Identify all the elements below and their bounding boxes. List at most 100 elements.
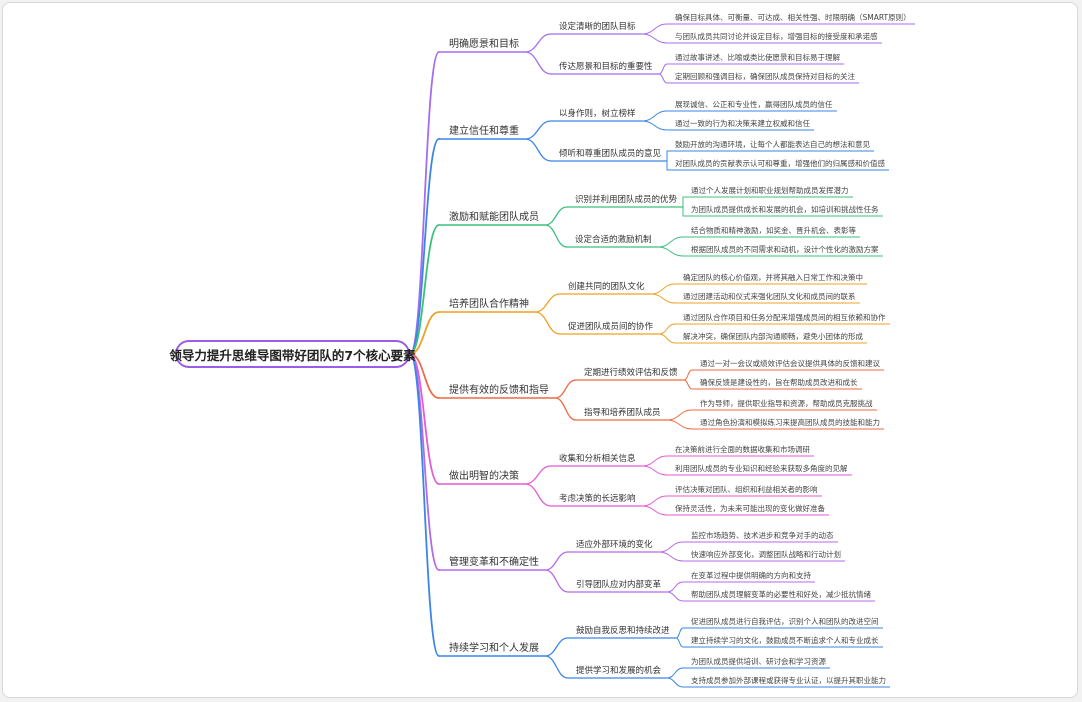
leaf-node-3-2-1[interactable]: 结合物质和精神激励，如奖金、晋升机会、表彰等 [691, 226, 856, 235]
connector-line [409, 311, 440, 355]
connector-line [409, 353, 440, 571]
connector-line [666, 677, 684, 688]
connector-line [675, 637, 684, 648]
leaf-node-8-2-1[interactable]: 为团队成员提供培训、研讨会和学习资源 [691, 657, 826, 666]
leaf-node-7-1-2[interactable]: 快速响应外部变化，调整团队战略和行动计划 [691, 550, 841, 559]
connector-line [554, 397, 577, 421]
leaf-node-2-2-1[interactable]: 鼓励开放的沟通环境，让每个人都能表达自己的想法和意见 [675, 140, 870, 149]
connector-line [658, 551, 684, 562]
connector-line [666, 581, 684, 593]
subbranch-node-1-1[interactable]: 设定清晰的团队目标 [559, 22, 636, 32]
connector-line [409, 138, 440, 355]
leaf-node-3-2-2[interactable]: 根据团队成员的不同需求和动机，设计个性化的激励方案 [691, 245, 879, 254]
subbranch-node-2-2[interactable]: 倾听和尊重团队成员的意见 [559, 149, 662, 159]
leaf-node-6-1-2[interactable]: 利用团队成员的专业知识和经验来获取多角度的见解 [675, 464, 848, 473]
subbranch-node-6-2[interactable]: 考虑决策的长远影响 [559, 494, 636, 504]
leaf-node-3-1-2[interactable]: 为团队成员提供成长和发展的机会，如培训和挑战性任务 [691, 205, 879, 214]
subbranch-node-7-2[interactable]: 引导团队应对内部变革 [576, 580, 662, 590]
subbranch-node-1-2[interactable]: 传达愿景和目标的重要性 [559, 62, 653, 72]
connector-line [524, 120, 552, 140]
branch-node-2[interactable]: 建立信任和尊重 [449, 126, 519, 137]
leaf-node-4-1-1[interactable]: 确定团队的核心价值观，并将其融入日常工作和决策中 [683, 273, 863, 282]
subbranch-node-7-1[interactable]: 适应外部环境的变化 [576, 540, 653, 550]
leaf-node-1-1-2[interactable]: 与团队成员共同讨论并设定目标，增强目标的接受度和承诺感 [675, 32, 878, 41]
subbranch-node-6-1[interactable]: 收集和分析相关信息 [559, 454, 636, 464]
leaf-node-1-2-2[interactable]: 定期回顾和强调目标，确保团队成员保持对目标的关注 [675, 72, 855, 81]
branch-node-6[interactable]: 做出明智的决策 [449, 471, 519, 482]
connector-line [409, 353, 440, 399]
subbranch-node-4-1[interactable]: 创建共同的团队文化 [568, 282, 645, 292]
connector-line [657, 246, 684, 257]
leaf-node-5-2-2[interactable]: 通过角色扮演和模拟练习来提高团队成员的技能和能力 [700, 418, 880, 427]
leaf-node-5-1-1[interactable]: 通过一对一会议或绩效评估会议提供具体的反馈和建议 [700, 359, 880, 368]
subbranch-node-8-1[interactable]: 鼓励自我反思和持续改进 [576, 626, 670, 636]
leaf-node-4-2-2[interactable]: 解决冲突，确保团队内部沟通顺畅，避免小团体的形成 [683, 332, 863, 341]
branch-node-8[interactable]: 持续学习和个人发展 [449, 643, 539, 654]
root-node-label: 领导力提升思维导图带好团队的7个核心要素 [169, 347, 416, 363]
connector-line [554, 379, 577, 399]
connector-line [544, 637, 569, 657]
leaf-node-2-1-1[interactable]: 展现诚信、公正和专业性，赢得团队成员的信任 [675, 100, 833, 109]
subbranch-node-5-2[interactable]: 指导和培养团队成员 [584, 408, 661, 418]
connector-line [658, 333, 676, 344]
leaf-node-3-1-1[interactable]: 通过个人发展计划和职业规划帮助成员发挥潜力 [691, 186, 849, 195]
connector-line [524, 33, 552, 53]
leaf-node-4-1-2[interactable]: 通过团建活动和仪式来强化团队文化和成员间的联系 [683, 292, 856, 301]
connector-line [409, 353, 440, 657]
leaf-node-6-2-2[interactable]: 保持灵活性，为未来可能出现的变化做好准备 [675, 504, 825, 513]
branch-node-1[interactable]: 明确愿景和目标 [449, 39, 519, 50]
connector-line [658, 73, 668, 84]
connector-line [409, 224, 440, 355]
connector-line [534, 293, 561, 313]
leaf-node-1-2-1[interactable]: 通过故事讲述、比喻或类比使愿景和目标易于理解 [675, 53, 840, 62]
connector-line [524, 51, 552, 75]
subbranch-node-4-2[interactable]: 促进团队成员间的协作 [568, 322, 654, 332]
branch-node-4[interactable]: 培养团队合作精神 [449, 299, 529, 310]
subbranch-node-3-1[interactable]: 识别并利用团队成员的优势 [575, 195, 678, 205]
connector-line [658, 63, 668, 75]
connector-line [641, 465, 668, 476]
connector-line [650, 293, 676, 304]
connector-line [641, 505, 668, 516]
leaf-node-4-2-1[interactable]: 通过团队合作项目和任务分配来增强成员间的相互依赖和协作 [683, 313, 886, 322]
connector-line [666, 591, 684, 602]
connector-line [524, 465, 552, 485]
branch-node-7[interactable]: 管理变革和不确定性 [449, 557, 539, 568]
leaf-node-1-1-1[interactable]: 确保目标具体、可衡量、可达成、相关性强、时限明确（SMART原则） [675, 13, 911, 22]
subbranch-node-5-1[interactable]: 定期进行绩效评估和反馈 [584, 368, 678, 378]
root-node[interactable]: 领导力提升思维导图带好团队的7个核心要素 [169, 340, 416, 368]
connector-line [641, 110, 668, 122]
subbranch-node-8-2[interactable]: 提供学习和发展的机会 [576, 666, 662, 676]
leaf-node-2-1-2[interactable]: 通过一致的行为和决策来建立权威和信任 [675, 119, 810, 128]
leaf-node-6-1-1[interactable]: 在决策前进行全面的数据收集和市场调研 [675, 445, 810, 454]
leaf-node-7-2-2[interactable]: 帮助团队成员理解变革的必要性和好处，减少抵抗情绪 [691, 590, 871, 599]
connector-line [641, 120, 668, 131]
leaf-node-7-1-1[interactable]: 监控市场趋势、技术进步和竞争对手的动态 [691, 531, 834, 540]
connector-line [658, 541, 684, 553]
leaf-node-8-1-2[interactable]: 建立持续学习的文化，鼓励成员不断追求个人和专业成长 [691, 636, 879, 645]
subbranch-node-2-1[interactable]: 以身作则，树立榜样 [559, 109, 636, 119]
connector-line [650, 283, 676, 295]
connector-line [666, 409, 693, 421]
connector-line [666, 419, 693, 430]
leaf-node-5-1-2[interactable]: 确保反馈是建设性的，旨在帮助成员改进和成长 [700, 378, 858, 387]
connector-line [544, 655, 569, 679]
connector-line [534, 311, 561, 335]
leaf-node-7-2-1[interactable]: 在变革过程中提供明确的方向和支持 [691, 571, 811, 580]
leaf-node-2-2-2[interactable]: 对团队成员的贡献表示认可和尊重，增强他们的归属感和价值感 [675, 159, 885, 168]
connector-line [666, 667, 684, 679]
subbranch-node-3-2[interactable]: 设定合适的激励机制 [575, 235, 652, 245]
leaf-node-8-1-1[interactable]: 促进团队成员进行自我评估，识别个人和团队的改进空间 [691, 617, 879, 626]
connector-line [641, 455, 668, 467]
branch-node-3[interactable]: 激励和赋能团队成员 [449, 212, 539, 223]
connector-line [683, 369, 693, 381]
leaf-node-8-2-2[interactable]: 支持成员参加外部课程或获得专业认证，以提升其职业能力 [691, 676, 886, 685]
connector-line [641, 33, 668, 44]
branch-node-5[interactable]: 提供有效的反馈和指导 [449, 385, 549, 396]
connector-line [658, 323, 676, 335]
connector-line [641, 495, 668, 507]
leaf-node-6-2-1[interactable]: 评估决策对团队、组织和利益相关者的影响 [675, 485, 818, 494]
leaf-node-5-2-1[interactable]: 作为导师，提供职业指导和资源，帮助成员克服挑战 [700, 399, 873, 408]
connector-line [683, 379, 693, 390]
